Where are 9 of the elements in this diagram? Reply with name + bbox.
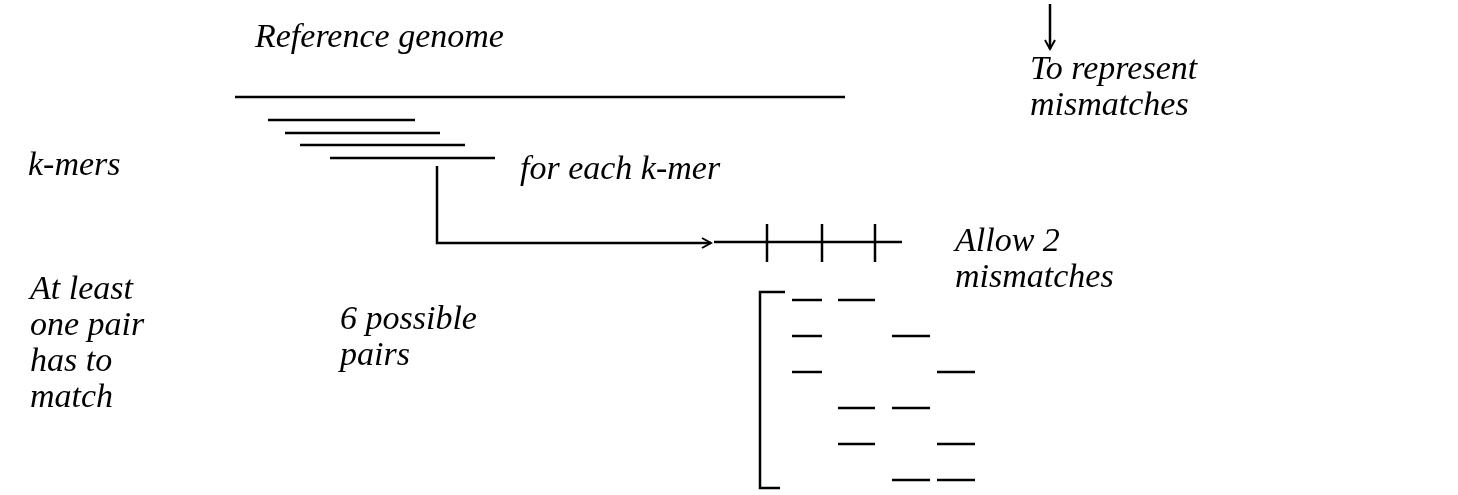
annotation-text: for each k-mer: [520, 150, 722, 186]
annotation-text: 6 possible pairs: [340, 300, 478, 372]
annotation-text: At least one pair has to match: [30, 270, 146, 414]
arrow: [1044, 4, 1056, 50]
title-text: Reference genome: [255, 18, 505, 54]
arrow: [435, 166, 712, 249]
annotation-text: To represent mismatches: [1030, 50, 1260, 124]
row-label: k-mers: [28, 146, 122, 182]
annotation-text: Allow 2 mismatches: [955, 222, 1115, 294]
